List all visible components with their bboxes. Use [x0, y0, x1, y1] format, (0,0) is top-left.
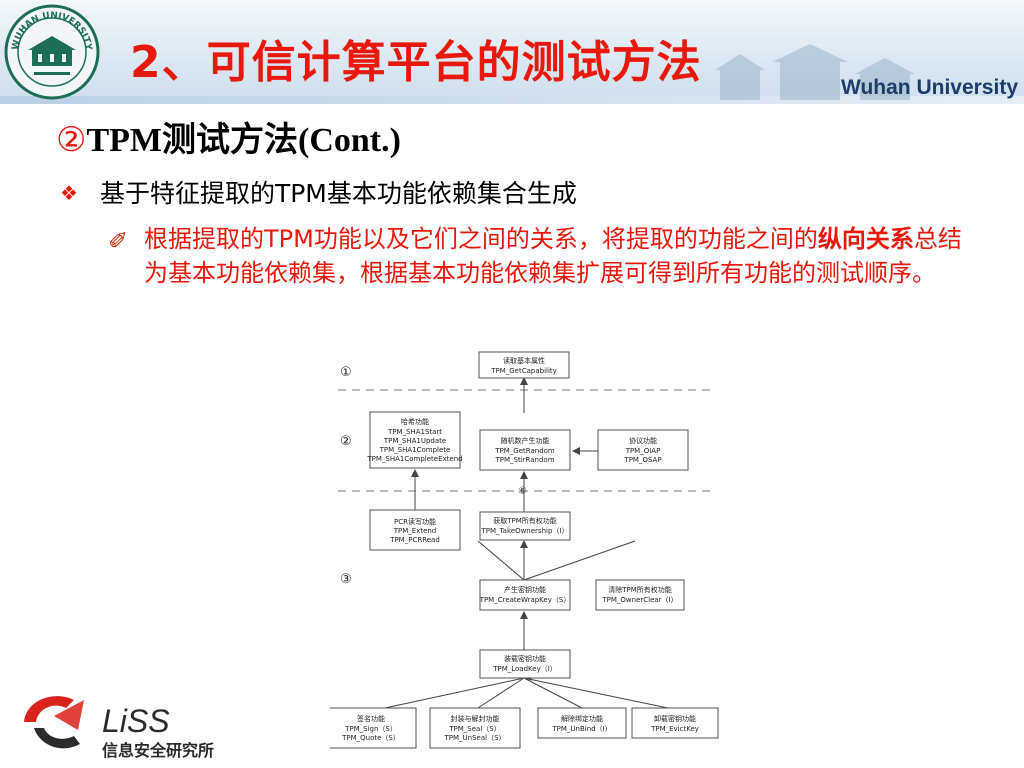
level-2-label: ②: [340, 434, 352, 449]
dependency-diagram: ① ② ③ ⑥ 读取基本属性 TPM_GetCapability 哈希功能 TP…: [330, 351, 719, 749]
bullet-level2-text-part2: 总结为基本功能依赖集，根据基本功能依赖集扩展可得到所有功能的测试顺序。: [144, 225, 962, 287]
box-create-key-line: TPM_CreateWrapKey（S）: [479, 596, 571, 604]
box-load-key: [479, 649, 571, 679]
box-random: [479, 429, 571, 471]
box-seal: [429, 707, 521, 749]
box-read-basic: [478, 351, 570, 379]
box-take-ownership-line: TPM_TakeOwnership（I）: [481, 527, 569, 535]
box-evict-title: 卸载密钥功能: [654, 714, 696, 723]
liss-logo-icon: LiSS 信息安全研究所: [24, 696, 214, 760]
section-heading: ②TPM测试方法(Cont.): [56, 112, 401, 161]
box-protocol: [597, 429, 689, 471]
footer-brand: LiSS: [102, 703, 170, 739]
box-seal-line: TPM_UnSeal（S）: [443, 734, 505, 742]
box-read-basic-line: TPM_GetCapability: [490, 367, 557, 375]
box-hash-line: TPM_SHA1Start: [387, 428, 442, 436]
bullet-level2: ✐ 根据提取的TPM功能以及它们之间的关系，将提取的功能之间的纵向关系总结为基本…: [108, 222, 968, 290]
box-unbind-title: 解除绑定功能: [561, 714, 603, 723]
heading-text: TPM测试方法(Cont.): [86, 122, 401, 159]
box-protocol-line: TPM_OSAP: [623, 456, 661, 464]
box-clear-owner-line: TPM_OwnerClear（I）: [601, 596, 677, 604]
box-pcr-line: TPM_Extend: [393, 527, 437, 535]
box-hash-line: TPM_SHA1Complete: [379, 446, 451, 454]
box-clear-owner-title: 清除TPM所有权功能: [608, 585, 672, 594]
box-protocol-title: 协议功能: [629, 436, 657, 445]
university-name: Wuhan University: [841, 76, 1018, 99]
level-3-label: ③: [340, 572, 352, 587]
box-random-title: 随机数产生功能: [501, 436, 550, 445]
highlight-text: 纵向关系: [817, 225, 914, 253]
box-take-ownership: [479, 511, 571, 541]
box-unbind-line: TPM_UnBind（I）: [551, 725, 611, 733]
slide-header: WUHAN UNIVERSITY 2、可信计算平台的测试方法 Wuhan Uni…: [0, 0, 1024, 104]
university-seal-icon: WUHAN UNIVERSITY: [4, 4, 100, 100]
box-load-key-title: 装载密钥功能: [504, 654, 546, 663]
bullet-level1: ❖ 基于特征提取的TPM基本功能依赖集合生成: [60, 174, 577, 210]
slide-title: 2、可信计算平台的测试方法: [130, 37, 702, 88]
box-random-line: TPM_StirRandom: [494, 456, 554, 464]
level-1-label: ①: [340, 365, 352, 380]
box-hash-title: 哈希功能: [401, 417, 429, 426]
footer-subtitle: 信息安全研究所: [102, 741, 214, 760]
box-read-basic-title: 读取基本属性: [503, 356, 545, 365]
box-evict-line: TPM_EvictKey: [650, 725, 699, 733]
box-seal-title: 封装与解封功能: [451, 714, 500, 723]
heading-marker: ②: [56, 120, 87, 160]
box-create-key-title: 产生密钥功能: [504, 585, 546, 594]
box-pcr-line: TPM_PCRRead: [389, 536, 440, 544]
box-create-key: [479, 579, 571, 611]
box-pcr-title: PCR读写功能: [394, 517, 436, 526]
box-hash-line: TPM_SHA1CompleteExtend: [366, 455, 462, 463]
box-sign-line: TPM_Quote（S）: [341, 734, 400, 742]
box-seal-line: TPM_Seal（S）: [448, 725, 500, 733]
box-protocol-line: TPM_OIAP: [625, 447, 661, 455]
box-unbind: [537, 707, 627, 739]
bullet-level1-text: 基于特征提取的TPM基本功能依赖集合生成: [99, 179, 577, 208]
pencil-icon: ✐: [108, 227, 129, 255]
box-take-ownership-title: 获取TPM所有权功能: [493, 516, 557, 525]
diamond-bullet-icon: ❖: [60, 181, 78, 205]
header-band: [0, 96, 1024, 104]
box-hash: [369, 411, 461, 469]
bullet-level2-text: 根据提取的TPM功能以及它们之间的关系，将提取的功能之间的纵向关系总结为基本功能…: [144, 222, 968, 290]
box-load-key-line: TPM_LoadKey（I）: [492, 665, 557, 673]
campus-skyline-icon: [715, 44, 915, 100]
box-pcr: [369, 509, 461, 551]
box-sign-title: 签名功能: [357, 714, 385, 723]
box-evict: [631, 707, 719, 739]
bullet-level2-text-part1: 根据提取的TPM功能以及它们之间的关系，将提取的功能之间的: [144, 225, 818, 253]
box-random-line: TPM_GetRandom: [494, 447, 555, 455]
box-clear-owner: [595, 579, 685, 611]
box-sign: [330, 707, 417, 749]
box-sign-line: TPM_Sign（S）: [344, 725, 397, 733]
box-hash-line: TPM_SHA1Update: [383, 437, 446, 445]
